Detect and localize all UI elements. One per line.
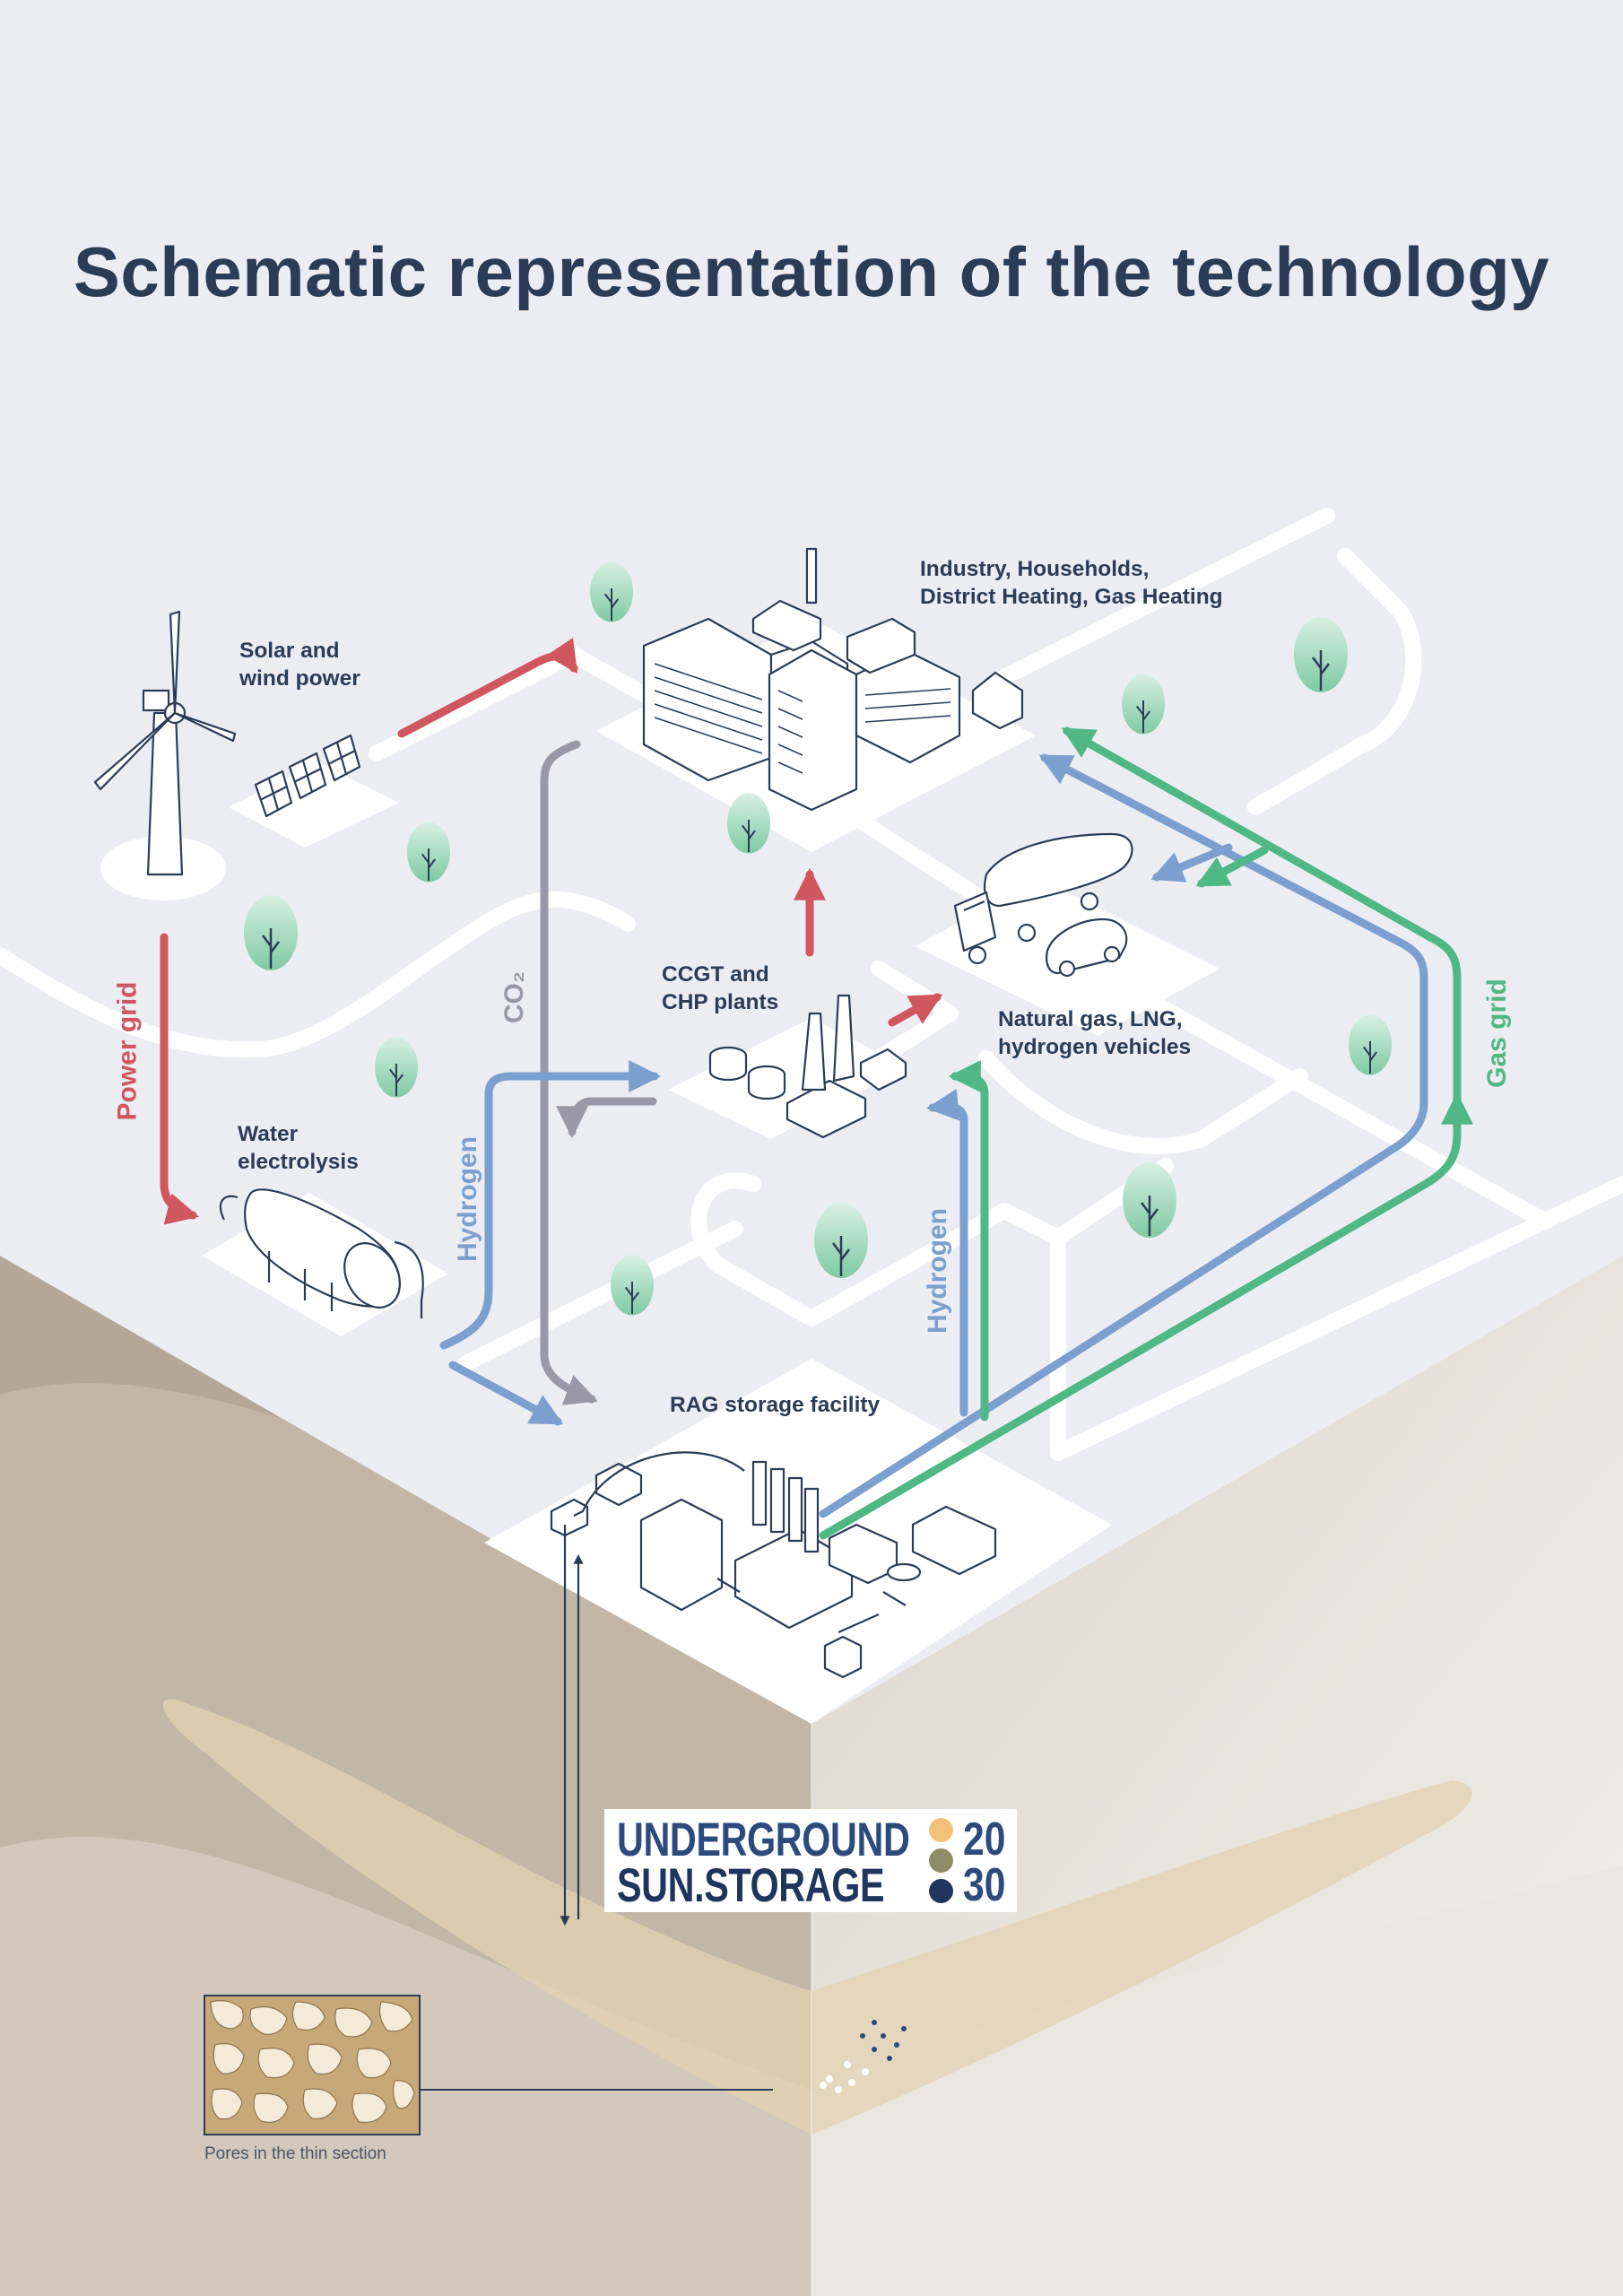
logo-dot-navy bbox=[929, 1879, 953, 1903]
label-co2: CO₂ bbox=[499, 970, 530, 1024]
wind-turbine-icon bbox=[93, 610, 237, 876]
page-title: Schematic representation of the technolo… bbox=[73, 232, 1550, 311]
arrow-solar-to-city bbox=[397, 638, 578, 738]
electrolysis-tank-icon bbox=[219, 1188, 424, 1318]
logo-year-top: 20 bbox=[963, 1813, 1006, 1866]
arrow-co2 bbox=[540, 740, 598, 1405]
tanker-truck-icon bbox=[953, 832, 1133, 965]
arrow-power-grid bbox=[160, 933, 199, 1225]
flow-arrows bbox=[160, 638, 1473, 1540]
arrow-gas-right bbox=[948, 1060, 989, 1422]
label-hydrogen-left: Hydrogen bbox=[453, 1135, 483, 1263]
logo-dot-orange bbox=[929, 1818, 953, 1842]
arrow-hydrogen-right bbox=[925, 1089, 968, 1417]
label-gas-grid: Gas grid bbox=[1481, 978, 1512, 1088]
label-storage: RAG storage facility bbox=[670, 1393, 881, 1417]
arrow-blue-to-truck bbox=[1150, 843, 1233, 883]
underground-sun-storage-logo: UNDERGROUND SUN.STORAGE 20 30 bbox=[604, 1809, 1017, 1912]
label-ccgt: CCGT and CHP plants bbox=[662, 962, 779, 1014]
label-hydrogen-right: Hydrogen bbox=[923, 1207, 953, 1335]
label-vehicles: Natural gas, LNG, hydrogen vehicles bbox=[998, 1007, 1192, 1059]
label-solar-wind: Solar and wind power bbox=[239, 639, 360, 691]
arrow-ccgt-co2 bbox=[556, 1097, 657, 1139]
arrow-electrolysis-to-storage bbox=[448, 1361, 564, 1426]
arrow-gas-to-truck bbox=[1195, 846, 1269, 888]
label-consumers: Industry, Households, District Heating, … bbox=[920, 557, 1223, 609]
logo-line1: UNDERGROUND bbox=[617, 1813, 910, 1866]
arrow-hydrogen-left bbox=[439, 1060, 662, 1350]
city-buildings-icon bbox=[642, 547, 1024, 812]
label-pores: Pores in the thin section bbox=[204, 2144, 386, 2163]
storage-facility-icon bbox=[550, 1451, 997, 1679]
logo-year-bottom: 30 bbox=[963, 1859, 1006, 1911]
label-power-grid: Power grid bbox=[112, 981, 143, 1121]
rock-thin-section bbox=[204, 1995, 907, 2135]
logo-line2: SUN.STORAGE bbox=[617, 1859, 885, 1912]
car-icon bbox=[1046, 918, 1128, 978]
well-pipes bbox=[560, 1525, 584, 1926]
ccgt-plant-icon bbox=[708, 994, 907, 1139]
logo-dot-olive bbox=[929, 1848, 953, 1873]
solar-panels-icon bbox=[254, 734, 361, 818]
arrow-gas-grid bbox=[819, 726, 1462, 1540]
arrow-blue-grid bbox=[819, 753, 1428, 1518]
label-electrolysis: Water electrolysis bbox=[238, 1122, 359, 1174]
facility-drawings bbox=[93, 547, 1133, 1679]
arrow-ccgt-to-vehicles bbox=[888, 993, 943, 1027]
